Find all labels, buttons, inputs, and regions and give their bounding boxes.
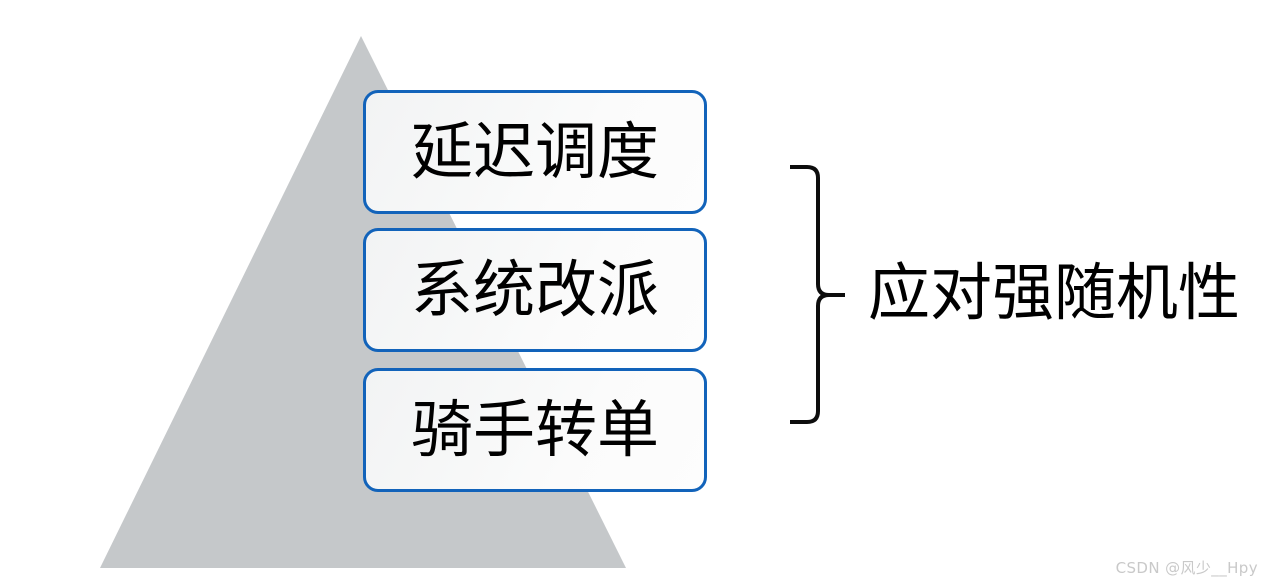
level-box-label: 骑手转单 <box>410 393 659 466</box>
watermark: CSDN @风少__Hpy <box>1115 559 1258 577</box>
level-box-rider-transfer[interactable]: 骑手转单 <box>363 368 707 492</box>
level-box-label: 延迟调度 <box>410 115 659 188</box>
curly-brace-left-icon <box>790 165 845 424</box>
level-box-label: 系统改派 <box>410 253 659 326</box>
level-box-system-reassign[interactable]: 系统改派 <box>363 228 707 352</box>
annotation-label: 应对强随机性 <box>868 256 1241 329</box>
level-box-delayed-dispatch[interactable]: 延迟调度 <box>363 90 707 214</box>
